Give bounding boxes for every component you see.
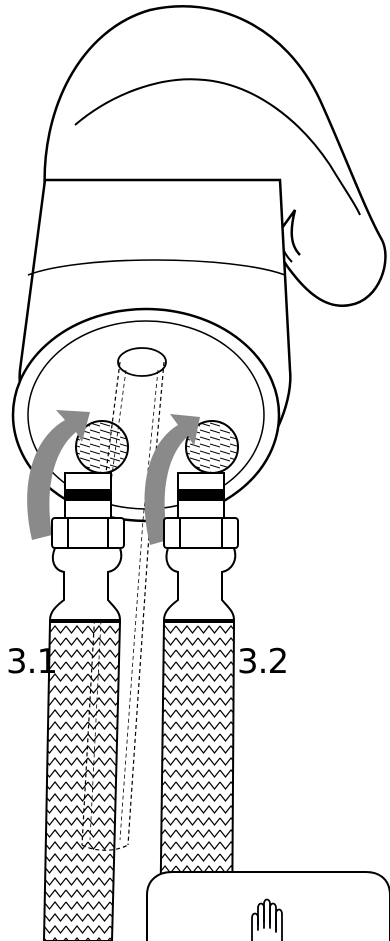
- step-label-3-1: 3.1: [6, 645, 57, 679]
- bottom-card: [147, 872, 390, 941]
- step-label-3-2: 3.2: [237, 645, 288, 679]
